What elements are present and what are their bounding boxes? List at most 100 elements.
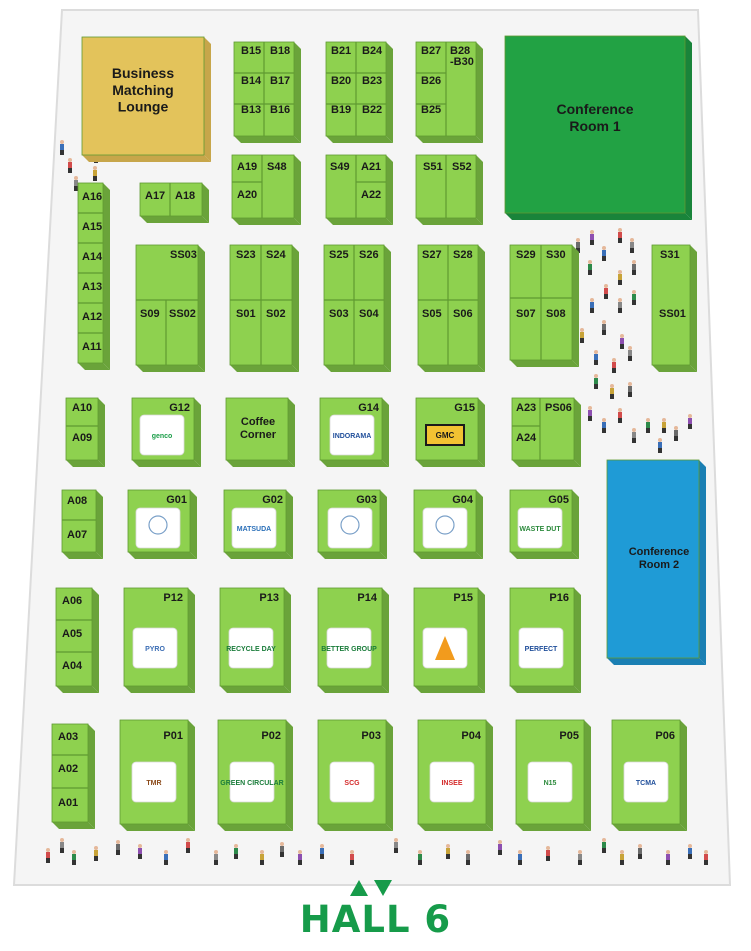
booth-label-b13: B13 bbox=[241, 104, 261, 116]
booth-group-a19-s48[interactable] bbox=[231, 154, 301, 225]
booth-group-ss02-ss03[interactable] bbox=[135, 244, 205, 372]
booth-label-b14: B14 bbox=[241, 75, 262, 87]
booth-label-ss01: SS01 bbox=[659, 308, 686, 320]
booth-label-a04: A04 bbox=[62, 660, 83, 672]
business-matching-lounge[interactable] bbox=[81, 36, 211, 162]
booth-label-a06: A06 bbox=[62, 595, 82, 607]
svg-text:GMC: GMC bbox=[436, 431, 455, 440]
logo-p03: SCG bbox=[329, 761, 375, 803]
booth-label-g15: G15 bbox=[454, 402, 475, 414]
svg-text:BETTER GROUP: BETTER GROUP bbox=[321, 646, 377, 653]
logo-g01 bbox=[135, 507, 181, 549]
booth-label-p16: P16 bbox=[549, 592, 569, 604]
booth-label-a13: A13 bbox=[82, 281, 102, 293]
svg-text:TCMA: TCMA bbox=[636, 780, 656, 787]
logo-p12: PYRO bbox=[132, 627, 178, 669]
booth-label-ss03: SS03 bbox=[170, 249, 197, 261]
logo-g05: WASTE DUT bbox=[517, 507, 563, 549]
booth-label-g05: G05 bbox=[548, 494, 569, 506]
booth-group-b19-b24[interactable] bbox=[325, 41, 393, 143]
booth-label-a03: A03 bbox=[58, 731, 78, 743]
booth-label-a11: A11 bbox=[82, 341, 102, 353]
booth-label-ss02: SS02 bbox=[169, 308, 196, 320]
hall-title: HALL 6 bbox=[299, 898, 452, 941]
booth-label-a21: A21 bbox=[361, 161, 381, 173]
svg-text:genco: genco bbox=[152, 433, 173, 440]
booth-label-s04: S04 bbox=[359, 308, 379, 320]
booth-group-s31-ss01[interactable] bbox=[651, 244, 697, 372]
booth-label-s01a: S01 bbox=[236, 308, 256, 320]
booth-label-a02: A02 bbox=[58, 763, 78, 775]
booth-group-a17-a18[interactable] bbox=[139, 182, 209, 223]
booth-group-a04-a06[interactable] bbox=[55, 587, 99, 693]
logo-p02: GREEN CIRCULAR bbox=[220, 761, 284, 803]
svg-text:SCG: SCG bbox=[344, 780, 360, 787]
booth-label-a18: A18 bbox=[175, 190, 195, 202]
booth-label-b23: B23 bbox=[362, 75, 382, 87]
booth-label-p12: P12 bbox=[163, 592, 183, 604]
logo-p13: RECYCLE DAY bbox=[226, 627, 276, 669]
booth-label-s25: S25 bbox=[329, 249, 349, 261]
booth-group-a23-a24[interactable] bbox=[511, 397, 581, 467]
booth-label-b27: B27 bbox=[421, 45, 441, 57]
booth-label-a08: A08 bbox=[67, 495, 87, 507]
booth-label-b26: B26 bbox=[421, 75, 441, 87]
booth-label-s24: S24 bbox=[266, 249, 286, 261]
booth-group-a09-a10[interactable] bbox=[65, 397, 105, 467]
svg-text:RECYCLE DAY: RECYCLE DAY bbox=[226, 646, 276, 653]
booth-label-a24: A24 bbox=[516, 432, 537, 444]
booth-label-b25: B25 bbox=[421, 104, 441, 116]
booth-group-b13-b18[interactable] bbox=[233, 41, 301, 143]
booth-group-s07-s30[interactable] bbox=[509, 244, 579, 367]
booth-label-g02: G02 bbox=[262, 494, 283, 506]
logo-g12: genco bbox=[139, 414, 185, 456]
booth-label-a09: A09 bbox=[72, 432, 92, 444]
booth-label-a16: A16 bbox=[82, 191, 102, 203]
booth-label-a12: A12 bbox=[82, 311, 102, 323]
booth-label-g14: G14 bbox=[358, 402, 380, 414]
booth-group-a01-a03[interactable] bbox=[51, 723, 95, 829]
booth-label-s27: S27 bbox=[422, 249, 442, 261]
entrance-arrows-icon bbox=[350, 880, 392, 896]
booth-label-s06: S06 bbox=[453, 308, 473, 320]
booth-label-b18: B18 bbox=[270, 45, 290, 57]
booth-label-a22: A22 bbox=[361, 189, 381, 201]
booth-label-s52: S52 bbox=[452, 161, 472, 173]
svg-text:INSEE: INSEE bbox=[441, 780, 462, 787]
booth-label-b15: B15 bbox=[241, 45, 261, 57]
logo-g04 bbox=[422, 507, 468, 549]
booth-label-a23: A23 bbox=[516, 402, 536, 414]
coffee-corner[interactable] bbox=[225, 397, 295, 467]
booth-label-s26: S26 bbox=[359, 249, 379, 261]
logo-g02: MATSUDA bbox=[231, 507, 277, 549]
booth-group-a07-a08[interactable] bbox=[61, 489, 103, 559]
booth-label-s02: S02 bbox=[266, 308, 286, 320]
booth-label-p03: P03 bbox=[361, 730, 381, 742]
booth-label-a20: A20 bbox=[237, 189, 257, 201]
conference-room-2[interactable] bbox=[606, 459, 706, 665]
booth-label-a07: A07 bbox=[67, 529, 87, 541]
booth-label-p05: P05 bbox=[559, 730, 579, 742]
booth-label-p06: P06 bbox=[655, 730, 675, 742]
logo-p01: TMR bbox=[131, 761, 177, 803]
booth-label-g01: G01 bbox=[166, 494, 187, 506]
booth-label-b17: B17 bbox=[270, 75, 290, 87]
svg-text:TMR: TMR bbox=[146, 780, 161, 787]
booth-label-ps06: PS06 bbox=[545, 402, 572, 414]
booth-p03[interactable] bbox=[317, 719, 393, 831]
booth-label-g12: G12 bbox=[169, 402, 190, 414]
conference-room-1[interactable] bbox=[504, 35, 692, 220]
booth-label-p14: P14 bbox=[357, 592, 377, 604]
booth-label-a19: A19 bbox=[237, 161, 257, 173]
logo-g03 bbox=[327, 507, 373, 549]
booth-label-s03: S03 bbox=[329, 308, 349, 320]
booth-label-s48: S48 bbox=[267, 161, 287, 173]
booth-label-p01: P01 bbox=[163, 730, 183, 742]
booth-label-p02: P02 bbox=[261, 730, 281, 742]
booth-label-p13: P13 bbox=[259, 592, 279, 604]
booth-label-s09: S09 bbox=[140, 308, 160, 320]
logo-p05: N15 bbox=[527, 761, 573, 803]
